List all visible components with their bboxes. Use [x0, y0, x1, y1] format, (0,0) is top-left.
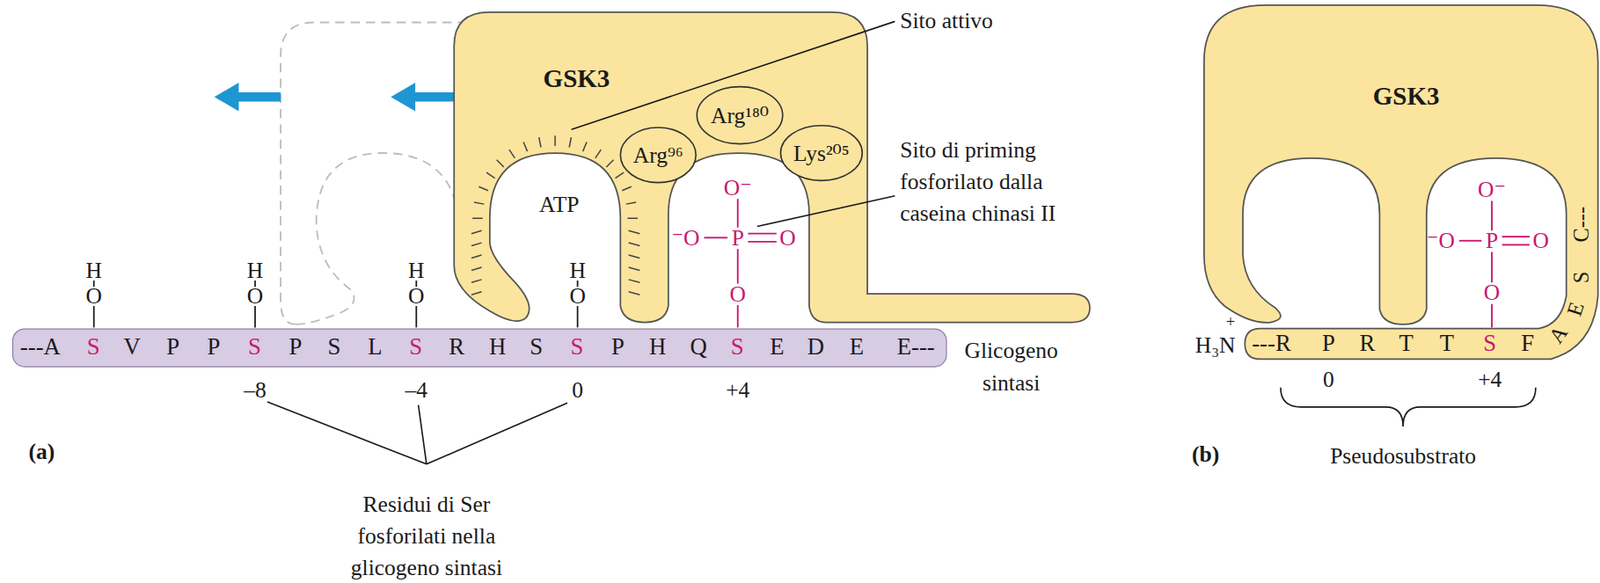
amino-acid-letter: E: [849, 334, 864, 362]
label-text: H: [569, 257, 585, 284]
amino-acid-letter: S: [570, 334, 585, 362]
amino-acid-letter: E---: [897, 334, 936, 362]
enzyme-name: GSK3: [1373, 82, 1440, 112]
label-text: +4: [1477, 366, 1502, 393]
amino-acid-letter: H: [649, 334, 666, 362]
label-text: T: [1398, 330, 1413, 358]
amino-acid-letter: S: [328, 334, 342, 362]
label-text: R: [1359, 330, 1376, 358]
label-text: (b): [1191, 441, 1220, 468]
label-text: O⁻: [723, 175, 753, 201]
label-text: –8: [243, 376, 267, 402]
amino-acid-letter: P: [207, 334, 221, 362]
label-text: H: [247, 257, 264, 284]
enzyme-name: GSK3: [543, 65, 611, 95]
amino-acid-letter: S: [87, 334, 101, 362]
substrate-band: ---ASVPPSPSLSRHSSPHQSEDEE---Glicogeno si…: [12, 328, 948, 368]
label-text: O: [569, 283, 585, 309]
amino-acid-letter: S: [248, 334, 262, 362]
label-text: H: [408, 257, 424, 284]
amino-acid-letter: H: [489, 334, 506, 362]
label-text: O⁻: [1477, 176, 1506, 203]
label-text: H₃N: [1195, 331, 1236, 358]
residue-ellipse: Arg¹⁸⁰: [695, 85, 784, 145]
label-text: F: [1520, 330, 1535, 358]
label-text: Residui di Ser fosforilati nella glicoge…: [316, 489, 536, 583]
label-text: T: [1439, 330, 1454, 358]
label-text: O: [408, 283, 424, 309]
amino-acid-letter: P: [288, 334, 302, 362]
residue-name: Arg⁹⁶: [633, 142, 684, 169]
amino-acid-letter: ---A: [20, 334, 61, 362]
label-text: O: [730, 280, 746, 307]
label-text: Sito di priming fosforilato dalla casein…: [899, 134, 1079, 229]
label-text: ATP: [539, 190, 579, 217]
label-text: Sito attivo: [899, 7, 994, 34]
residue-name: Arg¹⁸⁰: [710, 102, 769, 128]
label-text: O: [779, 225, 796, 251]
label-text: P: [1322, 330, 1336, 358]
amino-acid-letter: Q: [689, 334, 707, 362]
band-heading: Glicogeno sintasi: [947, 335, 1075, 401]
residue-ellipse: Arg⁹⁶: [619, 126, 697, 184]
label-text: S: [1569, 271, 1594, 285]
label-text: H: [86, 257, 103, 284]
label-text: P: [1485, 227, 1498, 254]
kinase-outline: [453, 12, 1090, 323]
label-text: O: [1483, 279, 1500, 306]
residue-ellipse: Lys²⁰⁵: [779, 124, 863, 183]
kinase-outline: [1204, 5, 1599, 360]
label-text: –4: [405, 376, 429, 402]
label-text: S: [1483, 330, 1497, 358]
label-text: ⁻O: [672, 225, 701, 251]
label-text: (a): [28, 438, 55, 465]
amino-acid-letter: S: [730, 334, 745, 362]
label-text: O: [247, 283, 264, 309]
amino-acid-letter: S: [529, 334, 543, 362]
amino-acid-letter: P: [611, 334, 625, 362]
label-text: 0: [1322, 366, 1335, 393]
label-text: Pseudosubstrato: [1329, 443, 1476, 469]
label-text: +4: [725, 376, 750, 402]
amino-acid-letter: S: [409, 334, 423, 362]
kinase-shape: GSK3Arg⁹⁶ Arg¹⁸⁰ Lys²⁰⁵: [453, 12, 1090, 323]
label-text: +: [1226, 313, 1235, 332]
amino-acid-letter: E: [769, 334, 784, 362]
label-text: O: [1533, 227, 1549, 254]
amino-acid-letter: V: [124, 334, 141, 362]
label-text: C---: [1569, 206, 1594, 243]
shift-arrows: [214, 82, 455, 111]
amino-acid-letter: P: [166, 334, 180, 362]
label-text: 0: [571, 376, 584, 402]
label-text: O: [86, 283, 103, 309]
kinase-shape: GSK3: [1204, 5, 1599, 360]
label-text: ---R: [1251, 330, 1291, 358]
amino-acid-letter: R: [448, 334, 465, 362]
amino-acid-letter: L: [367, 334, 382, 362]
amino-acid-letter: D: [807, 334, 825, 362]
label-text: ⁻O: [1426, 227, 1455, 254]
residue-name: Lys²⁰⁵: [793, 139, 850, 166]
label-text: P: [731, 225, 745, 251]
